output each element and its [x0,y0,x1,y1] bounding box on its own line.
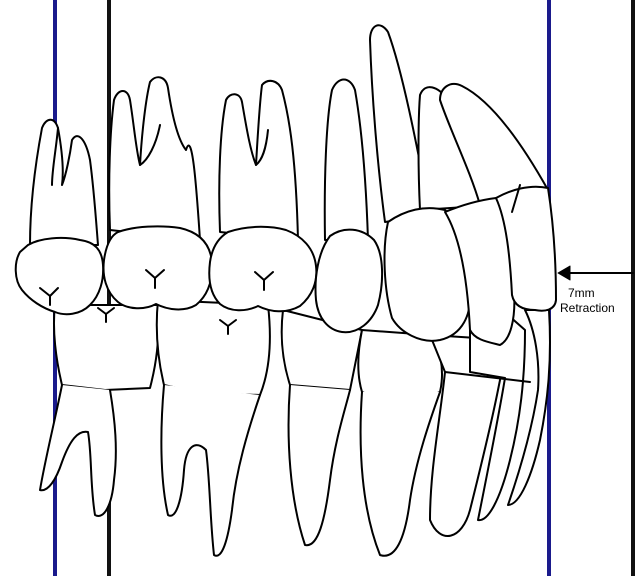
lower-molar-2 [157,300,270,395]
lower-premolar-1-root [289,385,350,545]
retraction-annotation: 7mm Retraction [560,286,632,316]
upper-molar-1-roots [30,120,98,245]
lower-molar-2-roots [161,385,260,556]
retraction-amount: 7mm [560,286,632,301]
lower-premolar-2-root [361,392,440,556]
retraction-arrow-head [558,266,570,280]
upper-molar-3-crown [209,227,316,311]
upper-premolar-root [325,80,368,241]
upper-molar-2-crown [104,226,213,309]
upper-molar-3-roots [219,81,298,240]
upper-molar-2-roots [109,77,200,240]
retraction-label: Retraction [560,301,632,316]
upper-molar-1-crown [16,238,103,314]
upper-premolar-crown [316,230,383,333]
lower-molar-1-roots [40,385,116,516]
